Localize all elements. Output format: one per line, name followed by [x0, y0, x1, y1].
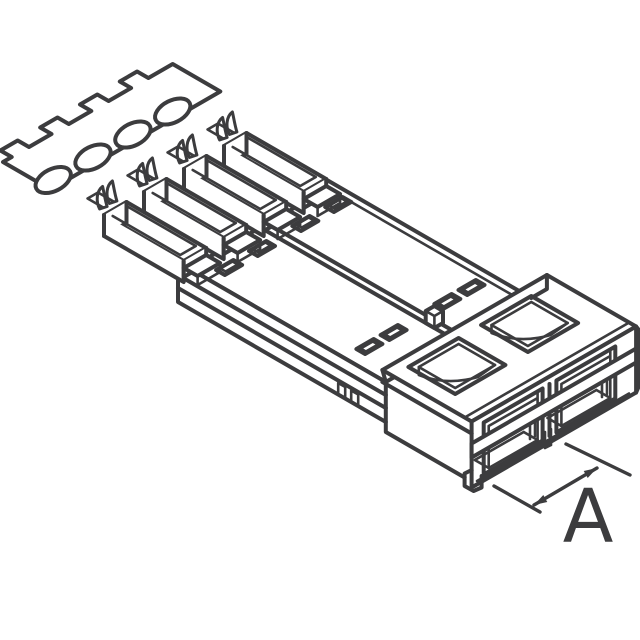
head-side-band [380, 380, 474, 436]
recess-ramp [417, 363, 497, 383]
carrier-strip [0, 62, 223, 196]
terminal-barrel-rims [191, 159, 278, 211]
latch-window-inner [383, 326, 404, 339]
terminal-tip-end [276, 215, 302, 241]
latch-windows-row-far [354, 278, 487, 356]
terminal-tip-end [236, 238, 262, 264]
latch-window [378, 323, 409, 342]
housing-bottom-notch [336, 381, 347, 400]
strip-tab [126, 168, 155, 186]
dimension-label: A [563, 474, 614, 560]
strip-tab [86, 191, 115, 209]
latch-window-inner [461, 281, 482, 294]
arrowhead [583, 468, 597, 478]
head-right-side [634, 324, 640, 395]
head-top-recess-right [479, 294, 581, 354]
head-step-riser-right [529, 273, 549, 300]
latch-window-inner [219, 260, 239, 273]
head-center-foot [543, 427, 553, 450]
housing-side-band [176, 273, 388, 397]
terminal-barrel-rims [111, 205, 198, 257]
strip-hole [113, 119, 153, 150]
front-retainer-bar [469, 346, 639, 460]
port-opening [481, 386, 545, 477]
head-left-foot [462, 468, 484, 493]
recess-outer [406, 336, 508, 396]
terminal-barrel-rims [231, 136, 318, 188]
crimp-terminals [86, 110, 343, 287]
head-top-recess-left [406, 336, 508, 396]
housing-ridge-line [250, 221, 459, 343]
housing-bottom-notch [349, 389, 360, 407]
strip-tab [206, 122, 235, 140]
head-bottom-inner-edge [475, 392, 631, 483]
extension-line [564, 442, 632, 477]
latch-window [354, 337, 385, 356]
strip-hole [73, 142, 113, 173]
latch-window-inner [437, 295, 458, 308]
strip-tab [166, 145, 195, 163]
crimp-terminal [86, 179, 223, 287]
latch-window [432, 292, 463, 311]
housing-latch-tab-edge [424, 309, 445, 330]
crimp-terminal [126, 156, 263, 264]
port-opening [554, 344, 618, 435]
terminal-tip-end [196, 261, 222, 287]
body-to-head-lower-edge [383, 420, 467, 480]
housing-side-flange [176, 286, 388, 410]
head-step-riser-left [380, 368, 388, 384]
recess-outer [479, 294, 581, 354]
carrier-strip-outline [0, 62, 223, 192]
arrowhead [534, 495, 548, 505]
head-front-rim [463, 321, 631, 419]
latch-window [456, 278, 487, 297]
terminal-barrel-rims [151, 182, 238, 234]
dimension-annotation: A [492, 442, 632, 560]
recess-ramp [490, 321, 569, 341]
terminal-tip-end [316, 192, 342, 218]
housing-head [380, 273, 640, 493]
strip-hole [153, 96, 193, 127]
extension-line [492, 484, 542, 514]
crimp-terminal [166, 133, 303, 241]
strip-hole [33, 164, 73, 196]
latch-window-inner [359, 340, 380, 353]
